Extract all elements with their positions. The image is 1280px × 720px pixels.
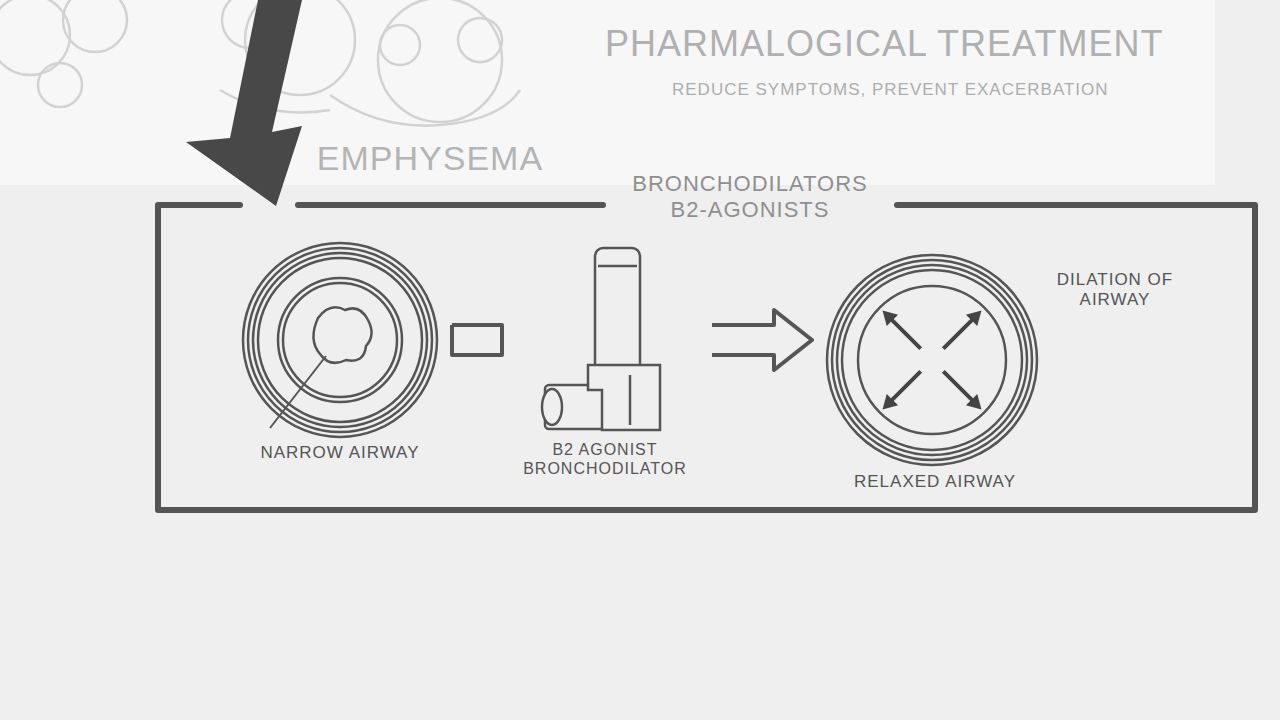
faded-board-area [0,0,1215,185]
dilation-arrowhead [966,311,982,327]
block-connector [452,325,502,355]
alveolus [380,25,420,65]
alveolus [38,63,82,107]
dilated-lumen [858,286,1006,434]
dilation-note: DILATION OF AIRWAY [1035,270,1195,311]
narrow-airway-drawing [243,243,437,437]
airway-label: NARROW AIRWAY [240,443,440,463]
airway-lumen-ring [283,283,397,397]
block-arrow [712,310,812,370]
airway-sketch [330,90,520,126]
pointer-arrow [186,0,302,206]
alveolus [378,0,502,122]
airway-wall-ring [253,253,427,427]
dilation-arrow [943,371,974,402]
inhaler-actuator [588,365,660,430]
airway-wall-ring [842,270,1022,450]
inhaler-figure: B2 AGONIST BRONCHODILATOR [510,240,700,495]
inhaler-label: B2 AGONIST BRONCHODILATOR [510,440,700,478]
dilation-arrow [890,318,921,349]
page-title: PHARMALOGICAL TREATMENT [605,22,1215,65]
inhaler-drawing [542,248,660,430]
airway-wall-ring [248,248,432,432]
dilation-arrowhead [883,394,899,410]
dilation-arrow [890,371,921,402]
airway-lumen-ring [278,278,402,402]
airway-circle: DILATION OF AIRWAY RELAXED AIRWAY [820,250,1200,500]
dilation-arrowhead [966,394,982,410]
canister-cap-line [598,265,637,268]
airway-wall-ring [258,258,422,422]
leader-line [270,356,326,428]
dilation-arrowhead [883,311,899,327]
box-border [158,205,1255,510]
subtitle: REDUCE SYMPTOMS, PREVENT EXACERBATION [672,80,1212,100]
airway-wall-ring [827,255,1037,465]
airway-circle: NARROW AIRWAY [240,240,440,472]
airway-wall-ring [837,265,1027,455]
box-border [298,202,603,208]
relaxed-airway-drawing [827,255,1037,465]
alveolus [458,18,502,62]
alveolus [63,0,127,52]
box-heading: BRONCHODILATORS B2-AGONISTS [615,171,885,224]
airway-wall-ring [243,243,437,437]
airway-wall-ring [832,260,1032,460]
actuator-line [629,375,632,425]
airway-label: RELAXED AIRWAY [820,472,1050,492]
narrow-lumen [313,307,371,363]
dilation-arrow [943,318,974,349]
section-label: EMPHYSEMA [300,138,560,179]
airway-circle-outline [240,240,440,472]
treatment-box: BRONCHODILATORS B2-AGONISTSNARROW AIRWAY… [158,205,1255,510]
mouthpiece-opening [542,389,562,425]
